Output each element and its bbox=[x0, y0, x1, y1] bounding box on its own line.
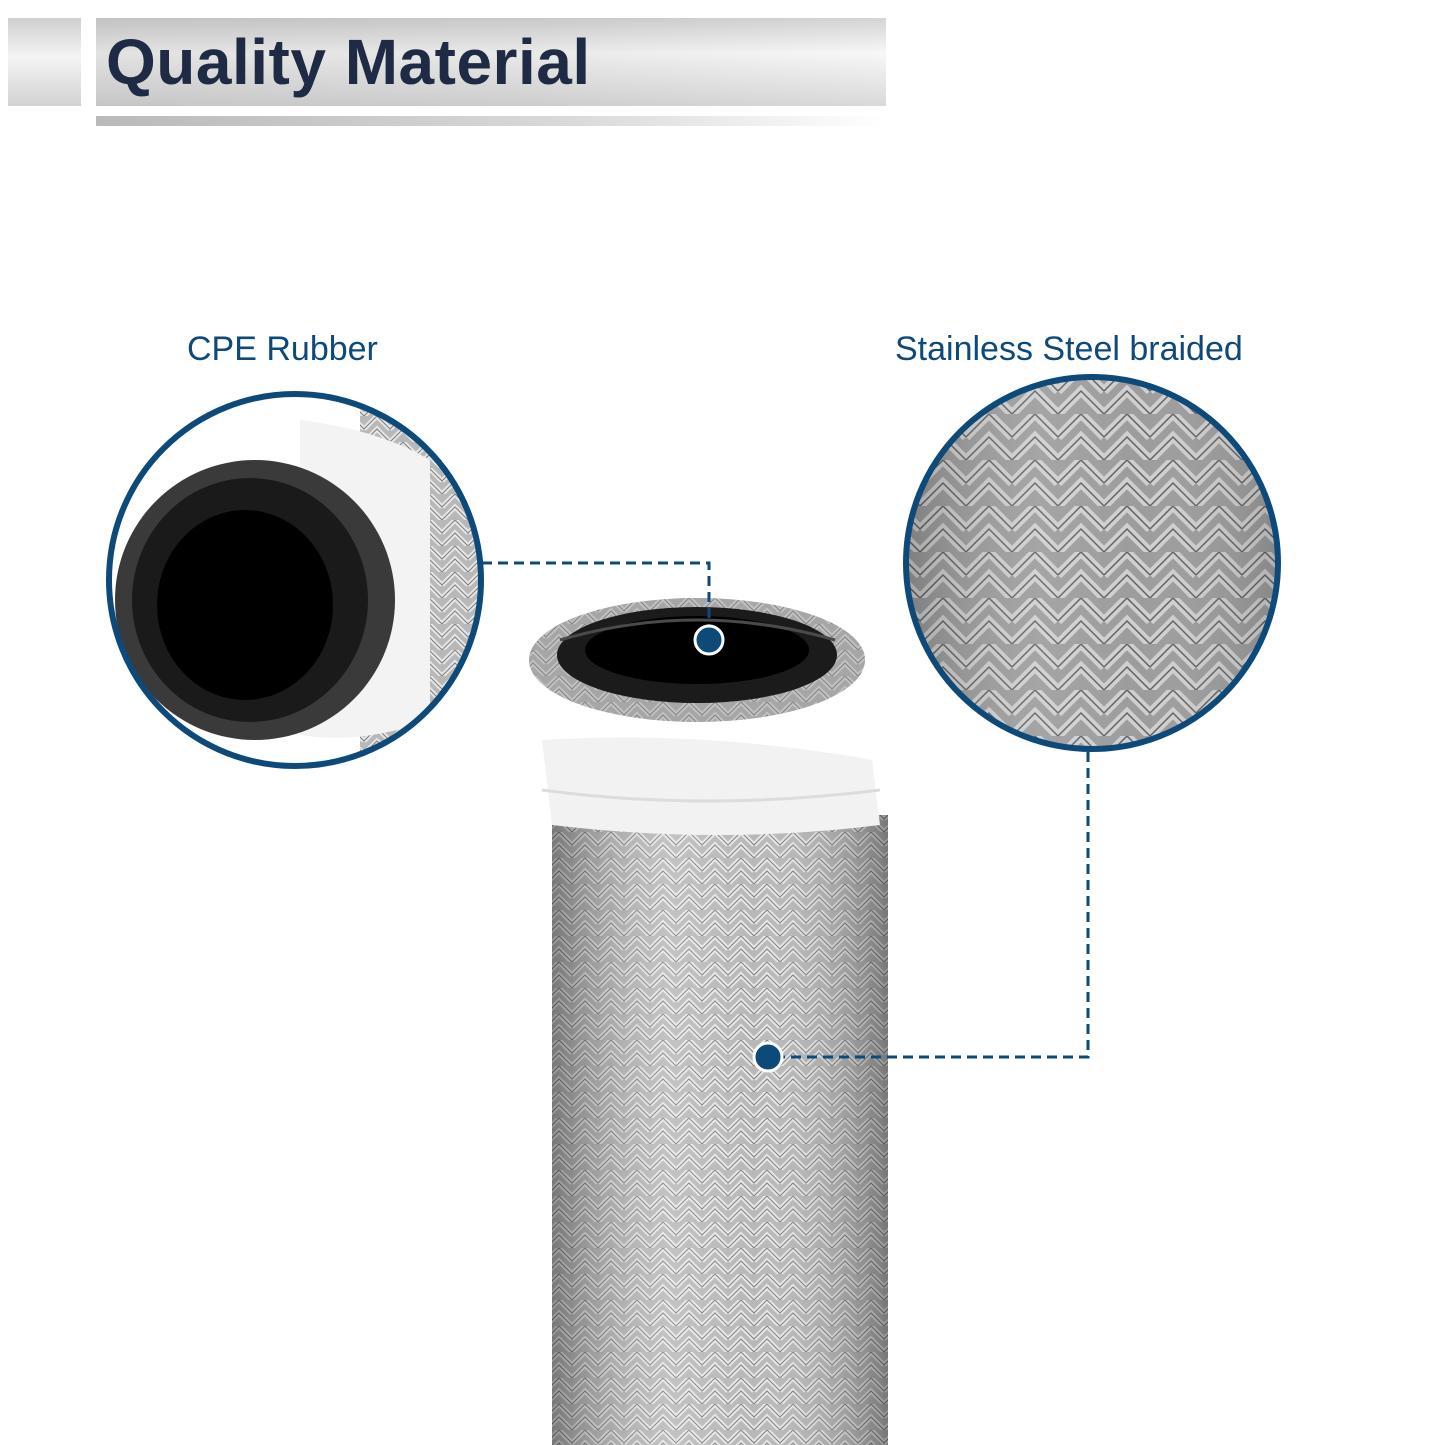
cpe-callout-line bbox=[482, 561, 725, 656]
header-accent-block bbox=[8, 18, 81, 106]
stainless-steel-label: Stainless Steel braided bbox=[895, 330, 1243, 368]
cpe-rubber-label: CPE Rubber bbox=[187, 330, 378, 368]
page-title: Quality Material bbox=[106, 26, 591, 98]
steel-callout-dot bbox=[752, 1041, 784, 1073]
header-underline bbox=[96, 116, 886, 126]
cpe-rubber-zoom bbox=[106, 391, 484, 769]
steel-callout-line bbox=[752, 752, 1090, 1073]
steel-braid-zoom bbox=[903, 374, 1281, 752]
cpe-callout-dot bbox=[693, 624, 725, 656]
hose-body bbox=[529, 598, 888, 1445]
header-banner bbox=[96, 18, 886, 106]
